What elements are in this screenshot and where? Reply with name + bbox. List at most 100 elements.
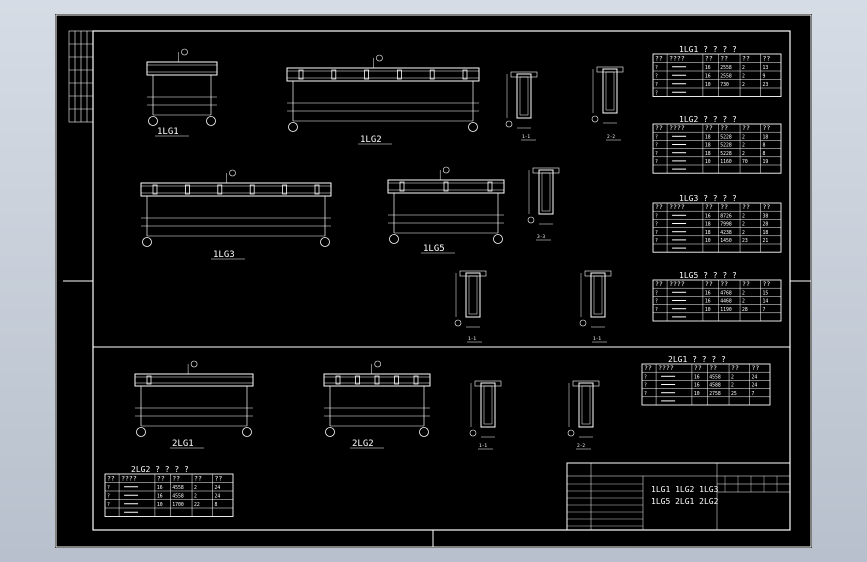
table-cell: 10 (705, 159, 711, 165)
table-cell: 2758 (709, 391, 721, 397)
table-header-cell: ?? (655, 55, 663, 63)
table-header-cell: ?? (763, 55, 771, 63)
table-cell: ? (655, 238, 658, 244)
table-cell: 7 (752, 391, 755, 397)
table-cell: 730 (720, 82, 729, 88)
table-header-cell: ???? (658, 364, 674, 372)
callout-bubble (591, 115, 599, 123)
slab-flange (572, 380, 600, 387)
table-cell: 2 (731, 374, 734, 380)
section-label: 1-1 (593, 336, 601, 342)
title-block-line1: 1LG1 1LG2 1LG3 (651, 485, 719, 494)
table-cell: 18 (705, 230, 711, 236)
table-cell: 2558 (720, 65, 732, 71)
beam-label: 1LG3 (213, 250, 235, 260)
section-2: 2-2 (591, 66, 624, 141)
table-header-cell: ?? (705, 280, 713, 288)
table-cell: 16 (157, 494, 163, 500)
beam-label: 2LG2 (352, 439, 374, 449)
table-cell: 2 (742, 134, 745, 140)
beam-1lg1: 1LG1 (146, 48, 218, 137)
callout-bubble (579, 319, 587, 327)
section-7: 2-2 (567, 380, 600, 450)
table-cell: 2 (742, 230, 745, 236)
table-cell: 8 (763, 143, 766, 149)
table-cell: ? (655, 82, 658, 88)
table-cell: 10 (157, 502, 163, 508)
table-header-cell: ?? (720, 124, 728, 132)
table-cell: 2 (742, 82, 745, 88)
table-header-cell: ?? (720, 280, 728, 288)
table-frame (652, 53, 782, 97)
table-cell: 24 (752, 374, 758, 380)
table-cell: ? (655, 143, 658, 149)
stirrup-mark (331, 69, 337, 80)
table-cell: ? (655, 74, 658, 80)
callout-bubble (190, 360, 198, 368)
section-label: 1-1 (479, 443, 487, 449)
table-cell: 2 (731, 383, 734, 389)
axis-bubble (419, 427, 429, 437)
table-cell: 18 (705, 143, 711, 149)
table-cell: 10 (705, 82, 711, 88)
callout-bubble (442, 166, 450, 174)
beam-1lg5: 1LG5 (387, 166, 505, 254)
table-title: 1LG2 ? ? ? ? (679, 115, 737, 124)
section-outline (578, 382, 594, 428)
table-header-cell: ?? (720, 203, 728, 211)
table-cell: 2 (742, 74, 745, 80)
table-header-cell: ?? (763, 280, 771, 288)
stirrup-mark (217, 184, 223, 195)
table-title: 2LG2 ? ? ? ? (131, 465, 189, 474)
table-header-cell: ?? (742, 55, 750, 63)
table-header-cell: ?? (157, 475, 165, 483)
section-outline (590, 272, 606, 318)
table-cell: 9 (763, 74, 766, 80)
table-cell: 16 (705, 74, 711, 80)
table-cell: 4238 (720, 230, 732, 236)
section-outline (516, 73, 532, 119)
slab-flange (584, 270, 612, 277)
table-cell: 21 (763, 238, 769, 244)
callout-bubble (469, 429, 477, 437)
table-cell: 2 (742, 290, 745, 296)
table-cell: 18 (763, 230, 769, 236)
stirrup (468, 275, 478, 315)
table-cell: ? (655, 230, 658, 236)
stirrup (593, 275, 603, 315)
beam-body (140, 182, 332, 197)
title-block-line2: 1LG5 2LG1 2LG2 (651, 497, 719, 506)
table-header-cell: ???? (669, 124, 685, 132)
section-label: 2-2 (607, 134, 615, 140)
table-header-cell: ?? (709, 364, 717, 372)
section-4: 1-1 (454, 270, 487, 343)
table-header-cell: ?? (705, 124, 713, 132)
table-cell: 1700 (172, 502, 184, 508)
table-cell: ? (655, 307, 658, 313)
stirrup-mark (394, 375, 399, 385)
table-cell: 38 (763, 213, 769, 219)
axis-bubble (320, 237, 330, 247)
table-cell: ? (655, 134, 658, 140)
axis-bubble (206, 116, 216, 126)
title-block: 1LG1 1LG2 1LG3 1LG5 2LG1 2LG2 (566, 462, 791, 531)
table-cell: ? (655, 151, 658, 157)
table-header-cell: ?? (107, 475, 115, 483)
beam-2lg2: 2LG2 (323, 360, 431, 449)
table-cell: 70 (742, 159, 748, 165)
axis-bubble (325, 427, 335, 437)
stirrup-mark (396, 69, 402, 80)
table-header-cell: ?? (742, 280, 750, 288)
stirrup (483, 385, 493, 425)
table-cell: 4588 (709, 383, 721, 389)
table-cell: 18 (763, 134, 769, 140)
callout-bubble (181, 48, 188, 56)
table-cell: 5228 (720, 151, 732, 157)
table-cell: 8 (215, 502, 218, 508)
beam-1lg2: 1LG2 (286, 54, 480, 145)
